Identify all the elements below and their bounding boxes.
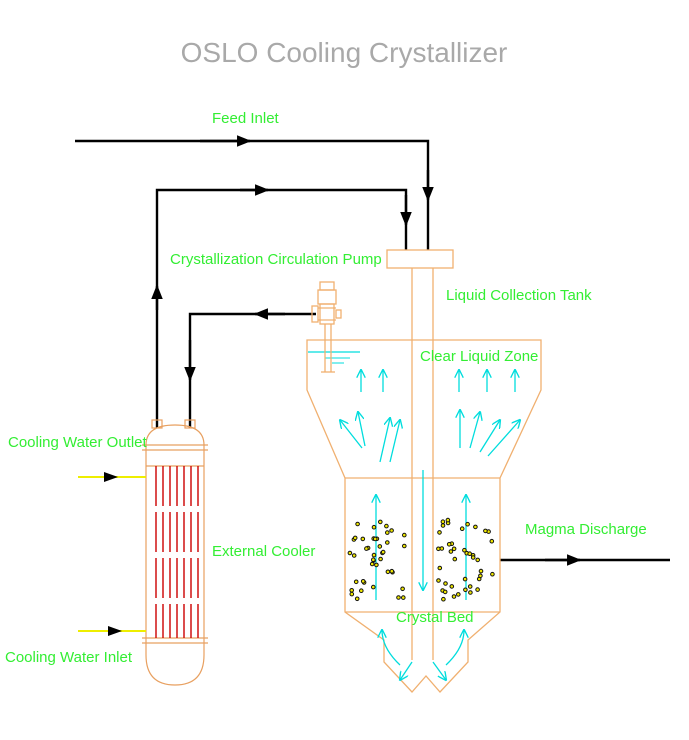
label-crystal-bed: Crystal Bed bbox=[396, 609, 474, 626]
crystal-particle bbox=[385, 530, 390, 535]
crystal-particle bbox=[442, 589, 448, 595]
crystal-particle bbox=[372, 536, 378, 542]
crystal-particle bbox=[459, 526, 465, 532]
crystal-particle bbox=[378, 519, 383, 525]
crystal-particle bbox=[351, 553, 357, 558]
crystal-particle bbox=[360, 579, 366, 584]
crystal-particle bbox=[483, 528, 488, 534]
flow-arrows bbox=[340, 370, 520, 680]
crystal-particle bbox=[380, 549, 386, 555]
crystal-particle bbox=[377, 544, 383, 549]
crystal-particle bbox=[449, 584, 455, 589]
crystal-particle bbox=[355, 521, 360, 527]
crystal-particle bbox=[389, 528, 394, 533]
label-circulation-pump: Crystallization Circulation Pump bbox=[170, 251, 382, 268]
label-magma-discharge: Magma Discharge bbox=[525, 521, 647, 538]
liquid-collection-tank bbox=[386, 249, 454, 269]
crystal-particle bbox=[451, 594, 457, 599]
crystal-particle bbox=[396, 595, 401, 600]
crystal-particle bbox=[463, 587, 468, 593]
vessel-body bbox=[306, 339, 542, 693]
crystal-particle bbox=[468, 590, 473, 595]
crystal-particle bbox=[451, 546, 457, 552]
diagram-labels: Feed Inlet Crystallization Circulation P… bbox=[5, 110, 647, 666]
crystal-particle bbox=[360, 536, 366, 542]
label-feed-inlet: Feed Inlet bbox=[212, 110, 280, 127]
crystal-particle bbox=[437, 565, 443, 571]
crystal-particle bbox=[354, 596, 360, 602]
crystal-particle bbox=[374, 562, 379, 568]
crystal-particle bbox=[371, 524, 377, 530]
pipework bbox=[75, 135, 670, 566]
crystal-particle bbox=[467, 551, 473, 557]
crystal-particle bbox=[440, 523, 446, 528]
crystal-particle bbox=[369, 561, 375, 567]
cooler-tube-bundle bbox=[155, 466, 199, 638]
crystal-particle bbox=[436, 578, 441, 583]
crystal-particle bbox=[440, 519, 446, 525]
diagram-title: OSLO Cooling Crystallizer bbox=[181, 37, 508, 68]
crystal-particle bbox=[384, 523, 389, 529]
crystal-particle bbox=[475, 557, 481, 563]
crystal-particle bbox=[400, 586, 405, 592]
crystal-particles bbox=[347, 517, 495, 602]
label-cooling-water-outlet: Cooling Water Outlet bbox=[8, 434, 148, 451]
cooler-return-pipe bbox=[155, 188, 408, 428]
label-external-cooler: External Cooler bbox=[212, 543, 315, 560]
crystal-particle bbox=[359, 588, 364, 594]
crystal-particle bbox=[385, 569, 391, 575]
crystal-particle bbox=[445, 517, 451, 523]
crystal-particle bbox=[452, 556, 458, 562]
crystal-particle bbox=[353, 579, 359, 585]
crystal-particle bbox=[364, 546, 369, 551]
crystal-particle bbox=[402, 532, 407, 538]
external-cooler bbox=[78, 419, 208, 686]
crystal-particle bbox=[441, 596, 446, 602]
label-cooling-water-inlet: Cooling Water Inlet bbox=[5, 649, 133, 666]
crystal-particle bbox=[371, 584, 376, 590]
crystal-particle bbox=[385, 540, 390, 545]
circulation-pump bbox=[311, 281, 342, 373]
label-liquid-collection-tank: Liquid Collection Tank bbox=[446, 287, 592, 304]
crystal-particle bbox=[465, 521, 470, 527]
crystal-particle bbox=[467, 584, 473, 589]
crystal-particle bbox=[378, 556, 383, 562]
feed-inlet-pipe bbox=[75, 139, 430, 250]
crystal-particle bbox=[402, 543, 407, 549]
crystal-particle bbox=[462, 576, 468, 582]
crystal-particle bbox=[462, 547, 467, 553]
crystal-particle bbox=[473, 524, 478, 530]
label-clear-liquid-zone: Clear Liquid Zone bbox=[420, 348, 538, 365]
cooler-shell bbox=[145, 424, 205, 686]
crystal-particle bbox=[437, 530, 442, 535]
crystal-particle bbox=[347, 550, 353, 556]
crystal-particle bbox=[349, 588, 355, 593]
crystal-particle bbox=[401, 595, 406, 600]
crystal-particle bbox=[470, 555, 476, 560]
crystal-particle bbox=[443, 581, 448, 586]
crystal-particle bbox=[478, 568, 484, 574]
crystal-particle bbox=[371, 552, 377, 558]
crystal-particle bbox=[389, 568, 395, 574]
crystal-particle bbox=[475, 587, 480, 592]
crystal-particle bbox=[439, 546, 445, 551]
crystal-particle bbox=[456, 592, 461, 597]
crystal-particle bbox=[489, 538, 495, 544]
crystal-particle bbox=[349, 591, 355, 597]
crystal-particle bbox=[446, 542, 452, 547]
crystal-particle bbox=[371, 557, 376, 563]
crystal-particle bbox=[352, 535, 358, 541]
pump-discharge-pipe bbox=[188, 312, 316, 428]
crystal-particle bbox=[448, 549, 454, 554]
crystal-particle bbox=[478, 573, 483, 579]
crystal-particle bbox=[490, 571, 495, 577]
